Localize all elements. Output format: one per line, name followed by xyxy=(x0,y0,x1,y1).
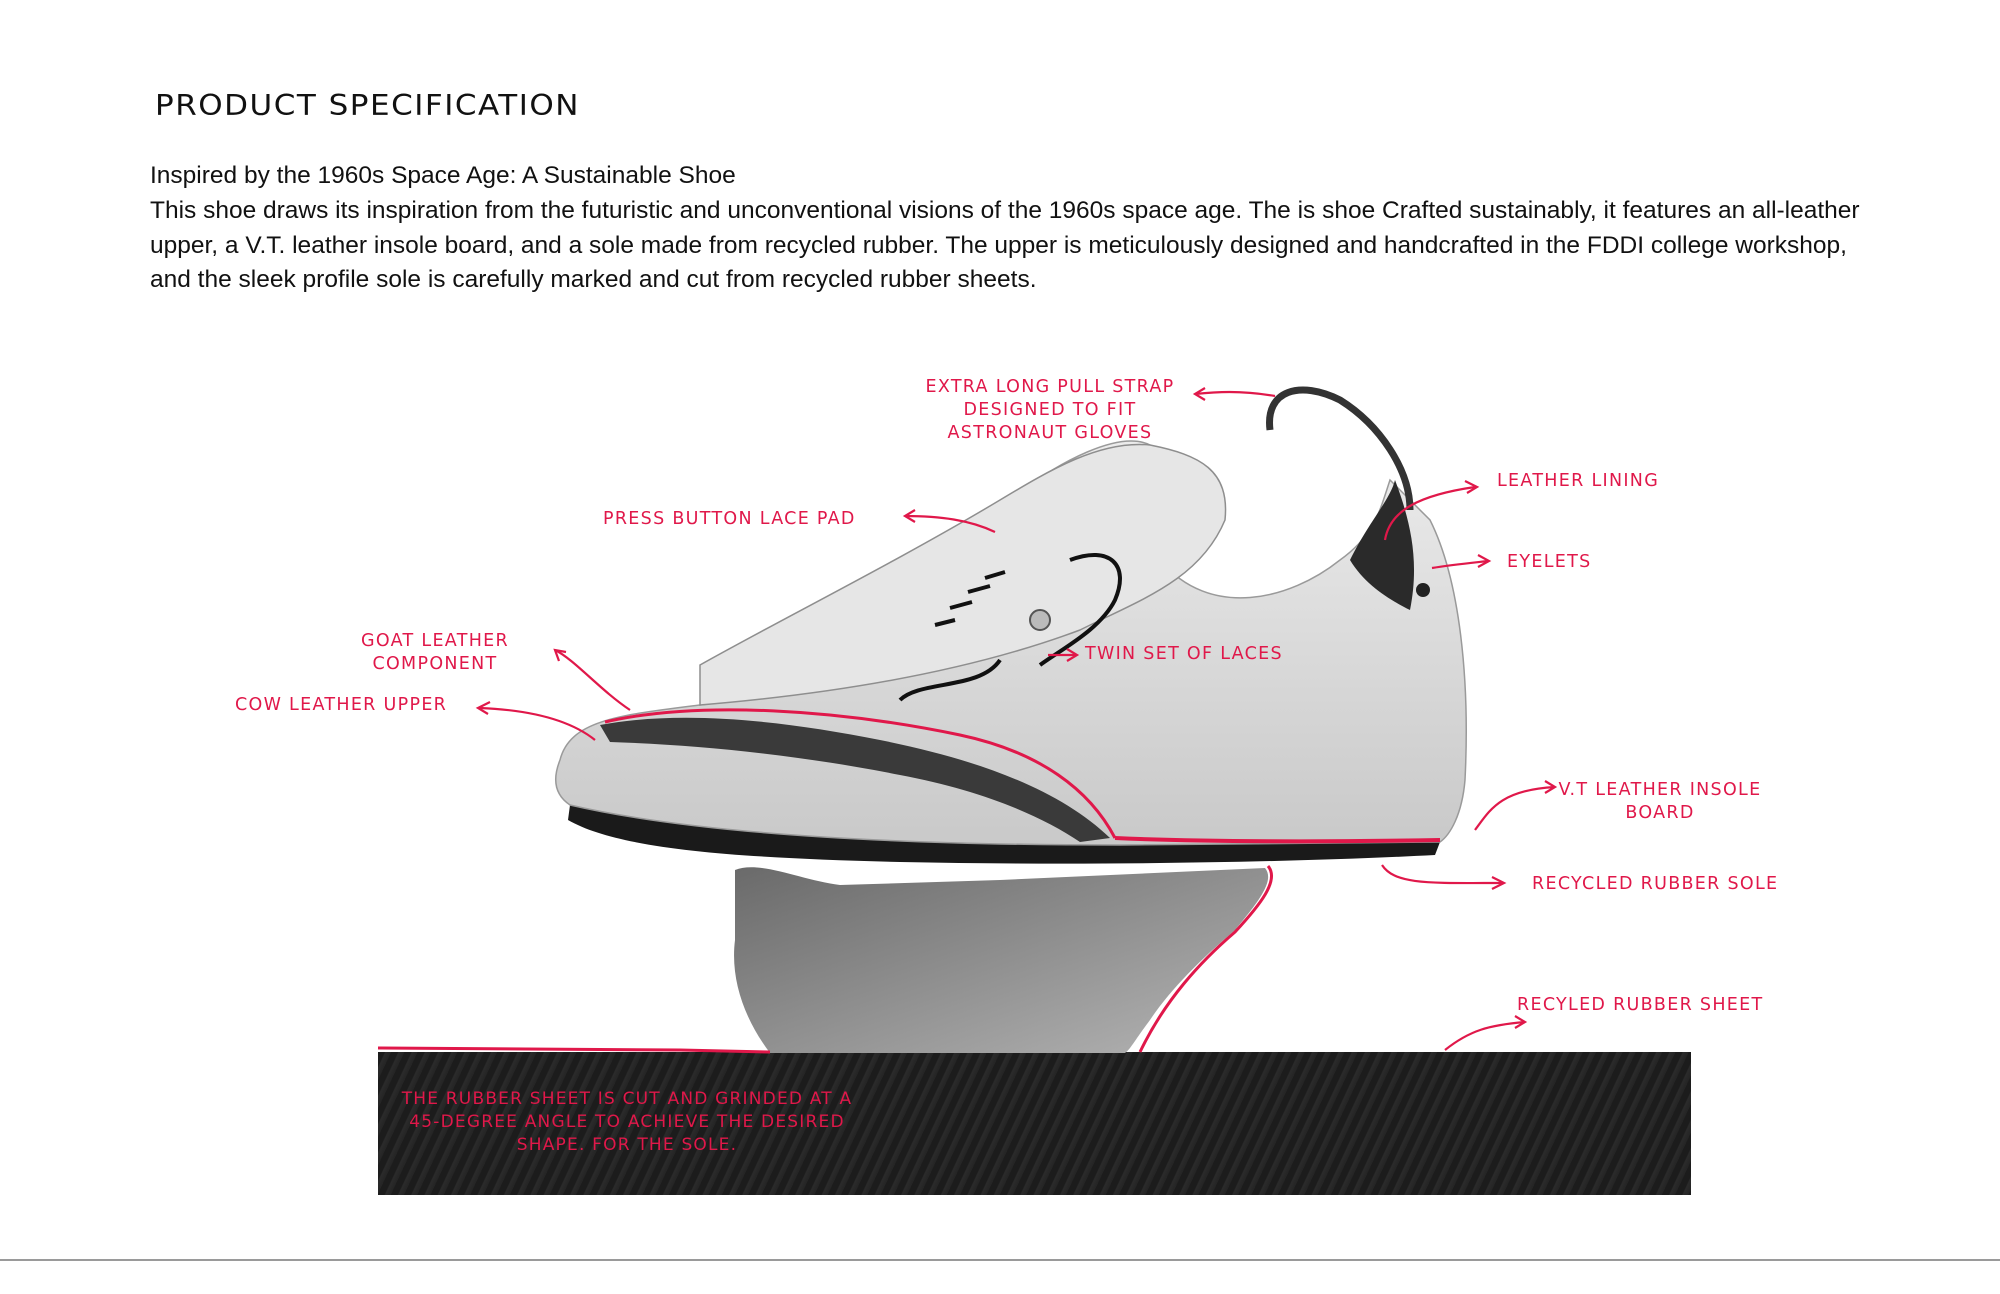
callout-eyelets: EYELETS xyxy=(1507,552,1592,572)
rubber-sheet-note: THE RUBBER SHEET IS CUT AND GRINDED AT A… xyxy=(401,1089,853,1155)
rubber-sheet-image xyxy=(378,1052,1691,1195)
bottom-divider xyxy=(0,1259,2000,1261)
description-paragraph: This shoe draws its inspiration from the… xyxy=(150,197,1860,293)
callout-leather-lining: LEATHER LINING xyxy=(1497,471,1660,491)
page-title: PRODUCT SPECIFICATION xyxy=(155,89,580,123)
shoe-upper xyxy=(554,386,1467,846)
callout-pull-strap: EXTRA LONG PULL STRAP DESIGNED TO FIT AS… xyxy=(925,377,1175,443)
rubber-sole xyxy=(568,805,1440,864)
callout-laces: TWIN SET OF LACES xyxy=(1085,644,1283,664)
callout-cow-leather: COW LEATHER UPPER xyxy=(235,695,448,715)
callout-insole-board: V.T LEATHER INSOLE BOARD xyxy=(1558,780,1762,823)
callout-lace-pad: PRESS BUTTON LACE PAD xyxy=(603,509,856,529)
callout-rubber-sole: RECYCLED RUBBER SOLE xyxy=(1532,874,1779,894)
callout-goat-leather: GOAT LEATHER COMPONENT xyxy=(361,631,509,674)
callout-arrows xyxy=(475,387,1558,1051)
callout-rubber-sheet: RECYLED RUBBER SHEET xyxy=(1517,995,1764,1015)
page-subtitle: Inspired by the 1960s Space Age: A Susta… xyxy=(150,162,736,189)
hand-image xyxy=(734,865,1274,1053)
